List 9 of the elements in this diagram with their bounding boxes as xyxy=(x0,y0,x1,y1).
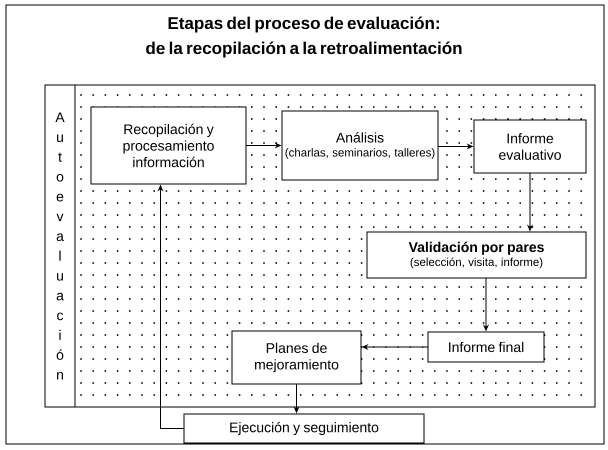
side-band: Autoevaluación xyxy=(44,84,76,408)
process-box: Análisis (charlas, seminarios, talleres) xyxy=(282,110,438,180)
process-box: Informe evaluativo xyxy=(474,120,586,174)
title: Etapas del proceso de evaluación: de la recopilación a la retroalimentación xyxy=(146,16,462,58)
process-box: Validación por pares (selección, visita, informe) xyxy=(366,232,586,278)
process-box: Planes de mejoramiento xyxy=(232,330,362,384)
process-box: Recopilación y procesamiento información xyxy=(90,106,246,184)
process-box: Ejecución y seguimiento xyxy=(184,414,424,444)
process-box: Informe final xyxy=(428,332,544,362)
